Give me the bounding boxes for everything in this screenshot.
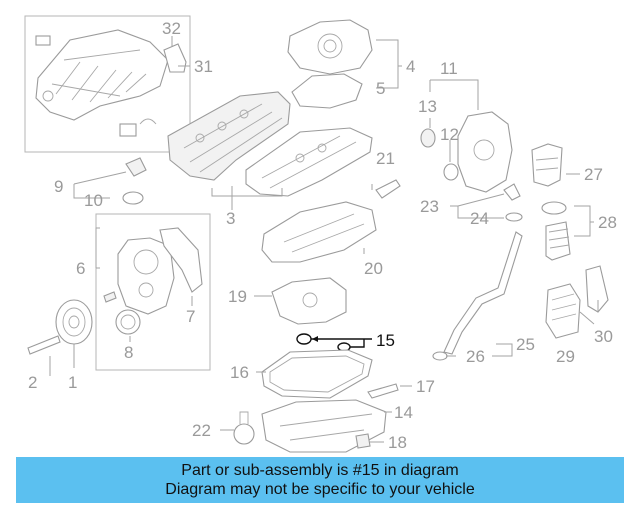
callout-14: 14 <box>394 403 413 422</box>
crank-seal-part <box>115 309 141 335</box>
callout-29: 29 <box>556 347 575 366</box>
callout-25: 25 <box>516 335 535 354</box>
callout-15: 15 <box>376 331 395 350</box>
leader-15-arrow-icon <box>312 336 318 342</box>
callout-31: 31 <box>194 57 213 76</box>
callout-32: 32 <box>162 19 181 38</box>
intake-manifold-frame <box>24 15 191 153</box>
callout-22: 22 <box>192 421 211 440</box>
oil-pressure-sender-part <box>233 411 255 445</box>
leader-15 <box>311 338 372 348</box>
callout-12: 12 <box>440 125 459 144</box>
upper-cover-gasket-part <box>291 73 363 109</box>
callout-labels: 1 2 3 4 5 6 7 8 9 10 11 12 13 14 15 16 1… <box>28 19 617 452</box>
intake-manifold-part <box>35 29 169 137</box>
timing-cover-frame <box>95 213 211 371</box>
crankshaft-pulley-part <box>55 299 93 345</box>
callout-26: 26 <box>466 347 485 366</box>
notice-line-part-number: Part or sub-assembly is #15 in diagram <box>181 462 459 479</box>
exploded-view-drawing: 1 2 3 4 5 6 7 8 9 10 11 12 13 14 15 16 1… <box>24 15 617 453</box>
callout-5: 5 <box>376 79 385 98</box>
fitment-notice-banner: Part or sub-assembly is #15 in diagram D… <box>16 457 624 503</box>
callout-3: 3 <box>226 209 235 228</box>
callout-9: 9 <box>54 177 63 196</box>
callout-1: 1 <box>68 373 77 392</box>
dipstick-top-part <box>503 183 521 201</box>
cover-seal-part <box>443 163 459 181</box>
callout-13: 13 <box>418 97 437 116</box>
intake-gasket-part <box>163 43 187 73</box>
oil-cooler-part <box>545 283 581 339</box>
callout-30: 30 <box>594 327 613 346</box>
crank-seal-small-part <box>420 128 436 148</box>
oil-pump-part <box>271 277 347 325</box>
filter-seal-ring-part <box>541 201 567 215</box>
callout-4: 4 <box>406 57 415 76</box>
timing-cover-gasket-part <box>159 227 203 293</box>
callout-17: 17 <box>416 377 435 396</box>
callout-11: 11 <box>440 59 458 78</box>
oil-pan-part <box>261 399 387 453</box>
upper-timing-cover-part <box>287 19 373 75</box>
callout-20: 20 <box>364 259 383 278</box>
callout-27: 27 <box>584 165 603 184</box>
front-timing-cover-part <box>457 111 513 193</box>
oil-filter-housing-part <box>531 143 563 187</box>
leader-lines <box>49 36 599 443</box>
oil-pan-gasket-part <box>261 349 373 399</box>
callout-19: 19 <box>228 287 247 306</box>
filler-cap-part <box>125 157 147 177</box>
callout-21: 21 <box>376 149 395 168</box>
tube-seal-part <box>432 351 448 361</box>
callout-2: 2 <box>28 373 37 392</box>
sensor-plug-part <box>375 179 401 199</box>
timing-bolt-part <box>103 291 117 303</box>
drain-plug-part <box>355 433 371 449</box>
notice-line-disclaimer: Diagram may not be specific to your vehi… <box>165 481 475 498</box>
callout-28: 28 <box>598 213 617 232</box>
callout-18: 18 <box>388 433 407 452</box>
pulley-bolt-part <box>27 335 61 355</box>
cooler-gasket-part <box>585 265 609 313</box>
cylinder-head-part <box>167 91 291 181</box>
valve-cover-part <box>245 127 373 197</box>
dipstick-seal-part <box>505 212 523 222</box>
filler-cap-seal-part <box>122 191 144 205</box>
oil-filter-element-part <box>545 221 571 261</box>
callout-23: 23 <box>420 197 439 216</box>
dipstick-tube-part <box>443 231 523 355</box>
callout-16: 16 <box>230 363 249 382</box>
callout-6: 6 <box>76 259 85 278</box>
callout-10: 10 <box>84 191 103 210</box>
oil-baffle-part <box>261 201 377 263</box>
callout-24: 24 <box>470 209 489 228</box>
oil-level-sensor-part <box>367 383 399 399</box>
timing-case-cover-part <box>117 237 175 315</box>
o-ring-15-large <box>296 333 312 345</box>
callout-8: 8 <box>124 343 133 362</box>
callout-7: 7 <box>186 307 195 326</box>
